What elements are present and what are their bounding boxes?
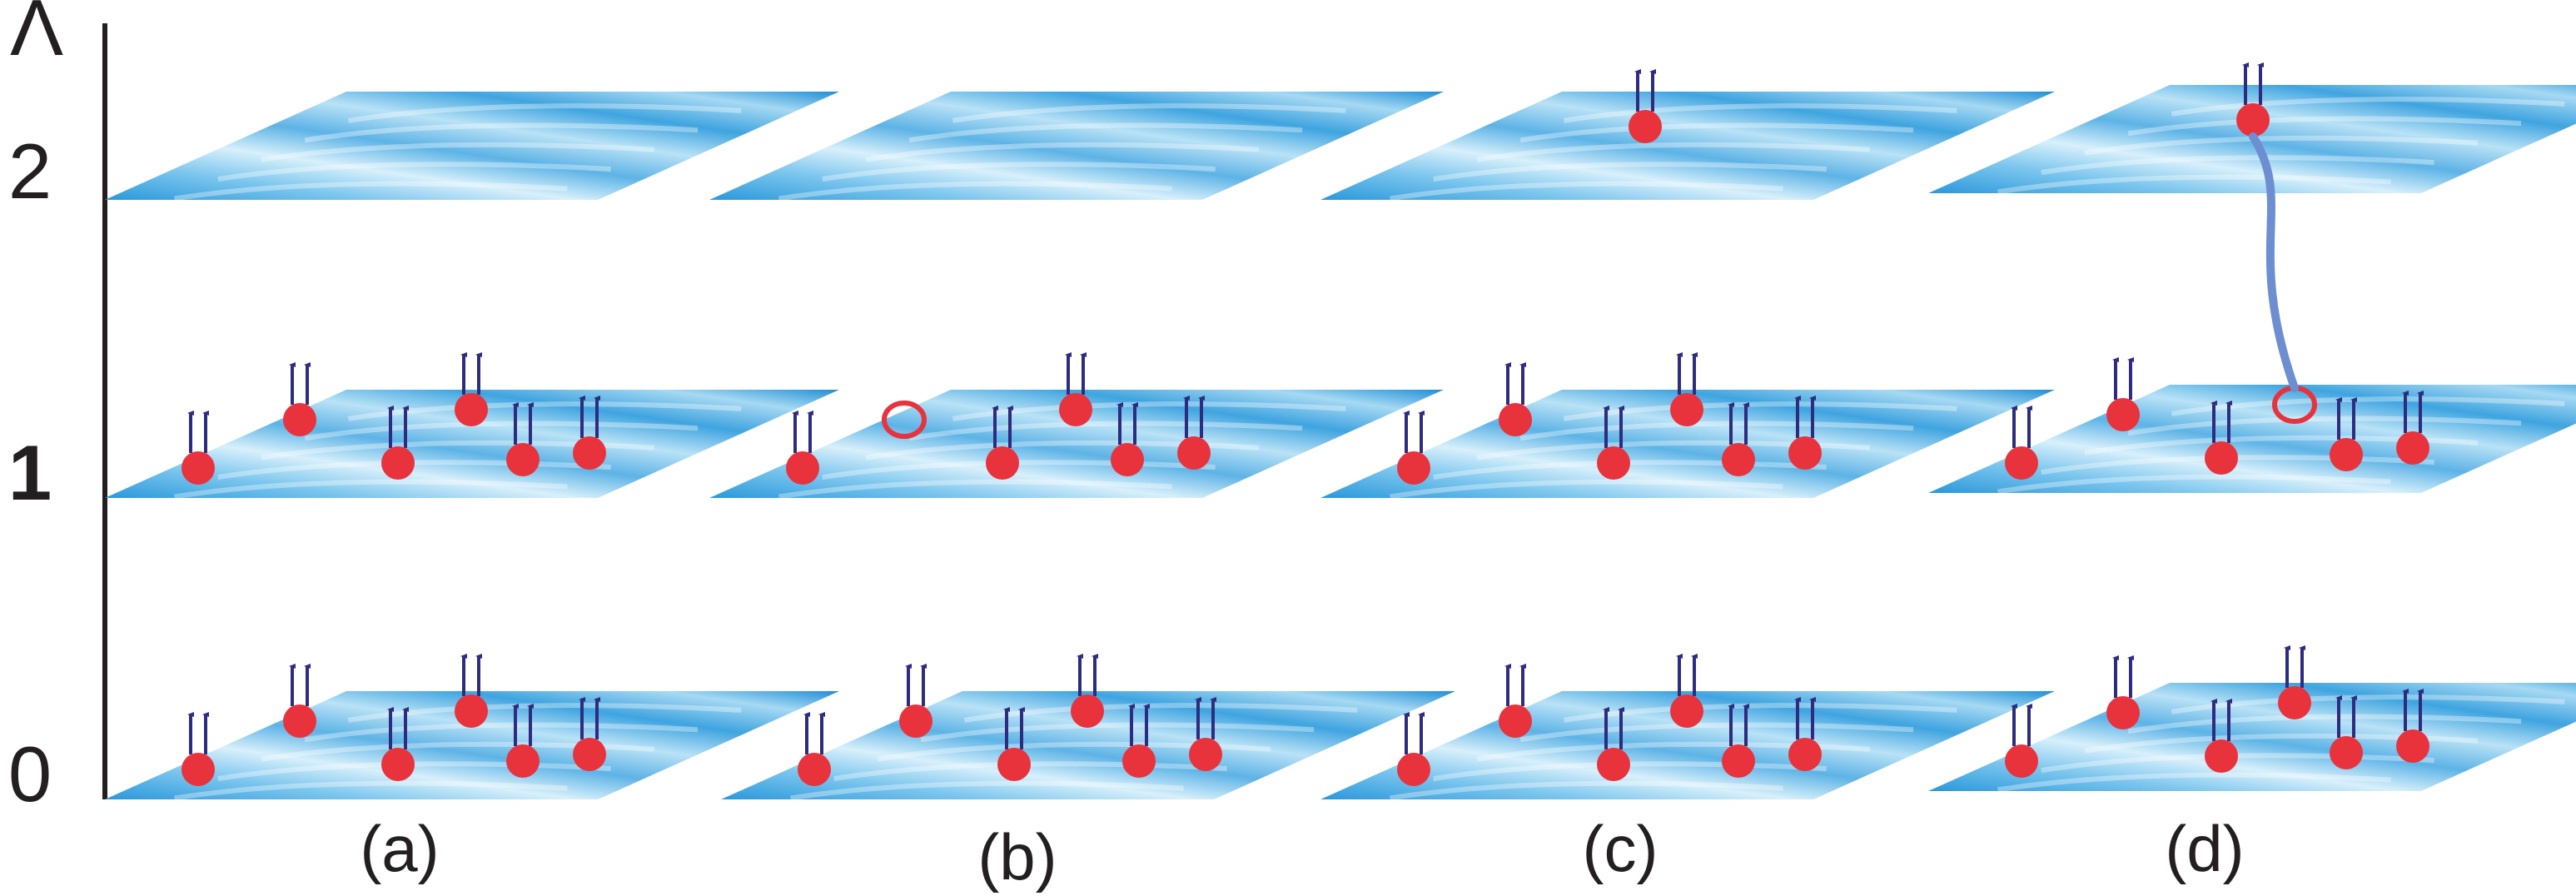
- hole-particle-bond: [2249, 132, 2299, 392]
- particle: [2236, 103, 2270, 137]
- particle: [1670, 694, 1703, 728]
- panel-a: [105, 92, 839, 801]
- plane-sheen: [908, 122, 1303, 143]
- plane-level-0: [1928, 683, 2576, 791]
- plane-sheen: [304, 122, 699, 143]
- panel-label-a: (a): [360, 812, 439, 885]
- axis-level-1: 1: [8, 429, 52, 516]
- particle: [381, 446, 415, 480]
- particle: [2106, 398, 2140, 431]
- plane-level-2: [105, 92, 839, 200]
- particle: [283, 704, 316, 738]
- plane-sheen: [1390, 181, 1783, 202]
- particle: [2330, 736, 2363, 769]
- particle: [2330, 438, 2363, 471]
- plane-sheen: [952, 103, 1346, 123]
- particle: [1670, 393, 1703, 426]
- particle: [2205, 441, 2238, 475]
- axis-level-0: 0: [8, 730, 52, 818]
- plane-level-1: [709, 390, 1444, 498]
- particle: [2106, 696, 2140, 729]
- plane-sheen: [778, 181, 1172, 202]
- particle: [1397, 451, 1430, 485]
- particle: [1189, 738, 1222, 771]
- plane-sheen: [174, 181, 568, 202]
- plane-sheen: [1390, 780, 1783, 801]
- plane-sheen: [1519, 122, 1914, 143]
- particle: [786, 451, 819, 485]
- particle: [283, 403, 316, 436]
- plane-sheen: [1997, 174, 2391, 195]
- particle: [455, 694, 488, 728]
- plane-sheen: [1997, 474, 2391, 495]
- panel-label-d: (d): [2165, 812, 2244, 885]
- particle: [506, 443, 540, 476]
- particle: [1122, 744, 1156, 778]
- plane-sheen: [865, 142, 1260, 162]
- panel-d: [1928, 62, 2576, 793]
- particle: [506, 744, 540, 778]
- plane-level-1: [1928, 385, 2576, 493]
- particle: [182, 753, 215, 786]
- particle: [1722, 744, 1755, 778]
- plane-sheen: [778, 479, 1172, 500]
- panel-label-c: (c): [1583, 812, 1658, 885]
- panel-label-b: (b): [977, 820, 1057, 894]
- plane-sheen: [2041, 155, 2434, 176]
- particle: [455, 393, 488, 426]
- plane-sheen: [174, 780, 568, 801]
- hole: [882, 401, 927, 439]
- panel-b: [709, 92, 1455, 801]
- plane-sheen: [790, 780, 1184, 801]
- particle: [1629, 110, 1662, 143]
- particle: [1397, 753, 1430, 786]
- particle: [1059, 393, 1092, 426]
- particle: [2396, 729, 2429, 763]
- particle: [2205, 739, 2238, 773]
- particle: [573, 738, 606, 771]
- particle: [1071, 694, 1104, 728]
- particle: [798, 753, 831, 786]
- plane-level-2: [709, 92, 1444, 200]
- plane-sheen: [217, 162, 611, 182]
- particle: [2278, 686, 2311, 719]
- plane-sheen: [1433, 162, 1827, 182]
- plane-sheen: [2127, 116, 2522, 137]
- particle: [1177, 436, 1211, 470]
- plane-sheen: [174, 479, 568, 500]
- plane-sheen: [822, 162, 1216, 182]
- particle: [573, 436, 606, 470]
- particle: [1111, 443, 1144, 476]
- particle: [2396, 431, 2429, 465]
- particle: [1597, 748, 1630, 781]
- particle: [986, 446, 1019, 480]
- plane-sheen: [1390, 479, 1783, 500]
- particle: [2005, 744, 2038, 778]
- plane-sheen: [261, 142, 655, 162]
- plane-sheen: [1476, 142, 1871, 162]
- plane-sheen: [347, 103, 742, 123]
- plane-level-2: [1320, 92, 2055, 200]
- panel-c: [1320, 69, 2055, 801]
- particle: [997, 748, 1031, 781]
- particle: [1499, 704, 1532, 738]
- axis-level-2: 2: [8, 127, 52, 215]
- plane-sheen: [1997, 772, 2391, 793]
- particle: [1788, 436, 1822, 470]
- particle: [1788, 738, 1822, 771]
- particle: [381, 748, 415, 781]
- axis-symbol: Λ: [10, 0, 63, 72]
- particle: [1722, 443, 1755, 476]
- particle: [1499, 403, 1532, 436]
- particle: [2005, 446, 2038, 480]
- plane-sheen: [2171, 97, 2565, 117]
- particle: [182, 451, 215, 485]
- particle: [1597, 446, 1630, 480]
- particle: [899, 704, 932, 738]
- plane-sheen: [1563, 103, 1957, 123]
